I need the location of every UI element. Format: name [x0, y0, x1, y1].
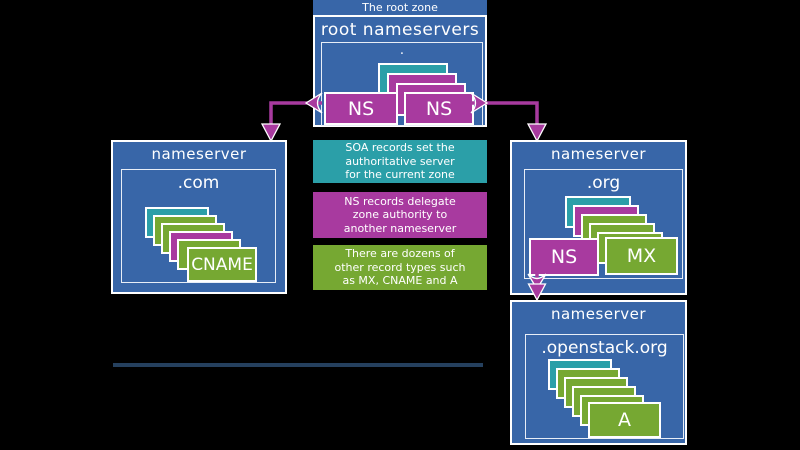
- root-zone-name: .: [399, 43, 405, 58]
- org-zone-name: .org: [586, 173, 621, 193]
- openstack-a-record: A: [588, 402, 661, 438]
- divider-line: [113, 363, 483, 367]
- root-ns-left-label: NS: [347, 97, 375, 120]
- org-box-title: nameserver: [550, 145, 647, 163]
- com-zone-name: .com: [177, 173, 220, 193]
- openstack-zone-inner-box: .openstack.org: [525, 334, 684, 439]
- openstack-zone-name: .openstack.org: [541, 338, 668, 358]
- com-zone-inner-box: .com: [121, 169, 276, 283]
- root-ns-record-left: NS: [324, 92, 398, 125]
- root-box-title: root nameservers: [320, 20, 480, 40]
- openstack-box-title: nameserver: [550, 305, 647, 323]
- org-ns-record: NS: [529, 238, 599, 276]
- openstack-a-label: A: [618, 409, 631, 431]
- org-mx-record: MX: [605, 237, 678, 275]
- com-cname-record: CNAME: [187, 247, 257, 282]
- root-ns-record-right: NS: [404, 92, 474, 125]
- legend-ns-records: NS records delegate zone authority to an…: [313, 192, 487, 238]
- root-zone-inner-box: .: [321, 42, 483, 126]
- org-mx-label: MX: [626, 245, 657, 267]
- com-box-title: nameserver: [151, 145, 247, 163]
- org-ns-label: NS: [550, 246, 578, 268]
- com-cname-label: CNAME: [191, 254, 253, 275]
- legend-soa-records: SOA records set the authoritative server…: [313, 140, 487, 183]
- root-zone-label: The root zone: [313, 0, 487, 15]
- com-nameserver-box: nameserver .com CNAME: [111, 140, 287, 294]
- org-zone-inner-box: .org: [524, 169, 683, 279]
- org-nameserver-box: nameserver .org NS MX: [510, 140, 687, 295]
- legend-other-records: There are dozens of other record types s…: [313, 245, 487, 290]
- root-nameservers-box: root nameservers . NS NS: [313, 15, 487, 127]
- root-ns-right-label: NS: [425, 97, 453, 120]
- openstack-nameserver-box: nameserver .openstack.org A: [510, 300, 687, 445]
